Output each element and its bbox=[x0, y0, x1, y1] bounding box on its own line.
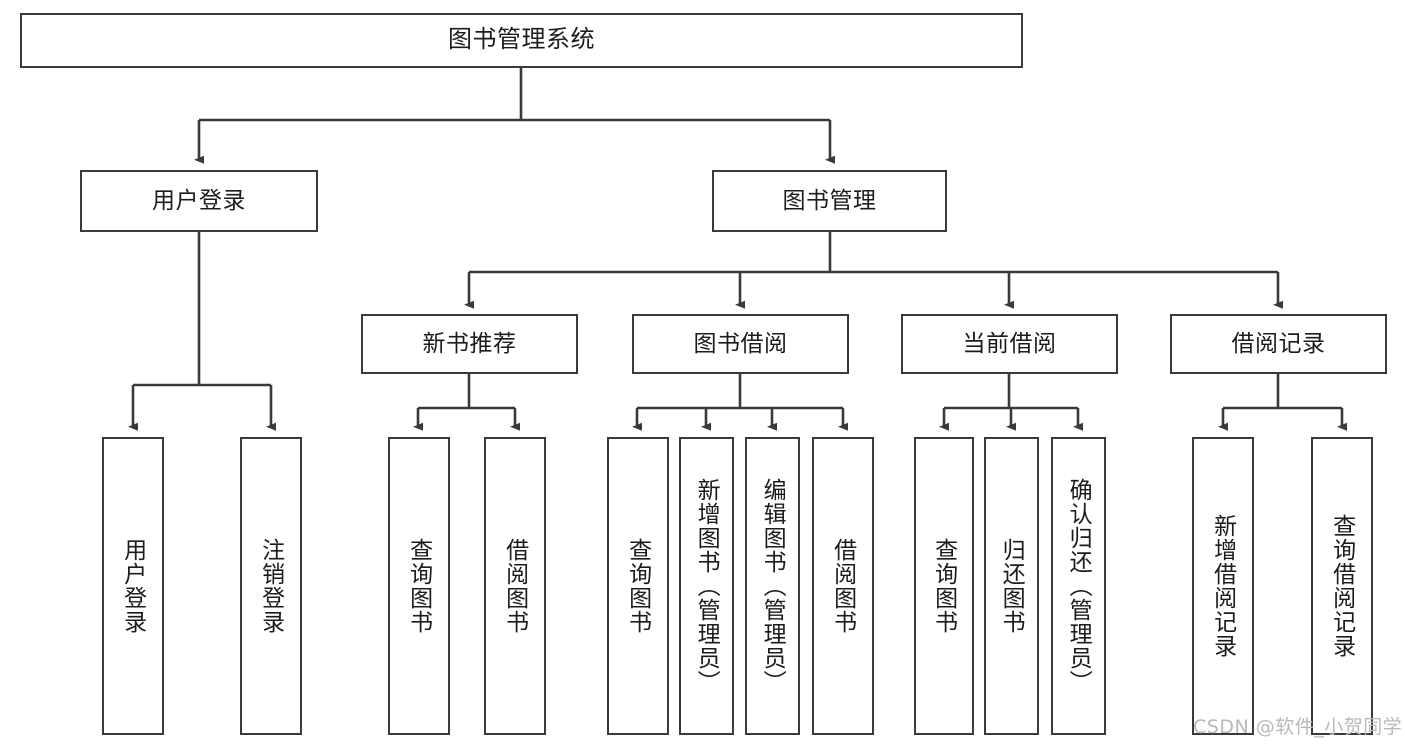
node-leaf-br-query-record-label: 查询借阅记录 bbox=[1329, 514, 1356, 658]
node-book-manage[interactable]: 图书管理 bbox=[712, 170, 947, 232]
node-leaf-bb-borrow-book-label: 借阅图书 bbox=[830, 538, 857, 634]
node-leaf-br-query-record[interactable]: 查询借阅记录 bbox=[1311, 437, 1373, 735]
node-book-borrow-label: 图书借阅 bbox=[693, 330, 788, 357]
node-leaf-cb-query-book[interactable]: 查询图书 bbox=[914, 437, 974, 735]
node-leaf-user-login[interactable]: 用户登录 bbox=[102, 437, 164, 735]
node-leaf-br-add-record-label: 新增借阅记录 bbox=[1210, 514, 1237, 658]
node-borrow-record[interactable]: 借阅记录 bbox=[1170, 314, 1387, 374]
node-leaf-bb-edit-book[interactable]: 编辑图书（管理员） bbox=[745, 437, 800, 735]
node-book-manage-label: 图书管理 bbox=[782, 187, 877, 214]
node-leaf-bb-add-book-label: 新增图书（管理员） bbox=[694, 478, 721, 694]
node-new-book-rec[interactable]: 新书推荐 bbox=[361, 314, 578, 374]
node-current-borrow-label: 当前借阅 bbox=[962, 330, 1057, 357]
node-leaf-bb-borrow-book[interactable]: 借阅图书 bbox=[812, 437, 874, 735]
node-root-label: 图书管理系统 bbox=[448, 26, 595, 54]
node-leaf-rec-borrow-book-label: 借阅图书 bbox=[502, 538, 529, 634]
node-leaf-bb-add-book[interactable]: 新增图书（管理员） bbox=[679, 437, 734, 735]
node-leaf-cb-confirm-return[interactable]: 确认归还（管理员） bbox=[1051, 437, 1106, 735]
node-leaf-br-add-record[interactable]: 新增借阅记录 bbox=[1192, 437, 1254, 735]
node-leaf-cb-query-book-label: 查询图书 bbox=[931, 538, 958, 634]
node-leaf-cb-return-book-label: 归还图书 bbox=[999, 538, 1026, 634]
node-user-login-label: 用户登录 bbox=[152, 187, 246, 214]
node-borrow-record-label: 借阅记录 bbox=[1231, 330, 1326, 357]
node-leaf-user-logout-label: 注销登录 bbox=[258, 538, 285, 634]
node-leaf-rec-query-book-label: 查询图书 bbox=[406, 538, 433, 634]
node-leaf-bb-query-book[interactable]: 查询图书 bbox=[607, 437, 669, 735]
node-leaf-user-login-label: 用户登录 bbox=[120, 538, 147, 634]
node-leaf-rec-borrow-book[interactable]: 借阅图书 bbox=[484, 437, 546, 735]
node-leaf-bb-query-book-label: 查询图书 bbox=[625, 538, 652, 634]
node-root[interactable]: 图书管理系统 bbox=[20, 13, 1023, 68]
node-leaf-user-logout[interactable]: 注销登录 bbox=[240, 437, 302, 735]
node-leaf-rec-query-book[interactable]: 查询图书 bbox=[388, 437, 450, 735]
watermark: CSDN @软件_小贺同学 bbox=[1193, 716, 1403, 738]
node-leaf-bb-edit-book-label: 编辑图书（管理员） bbox=[760, 478, 787, 694]
node-book-borrow[interactable]: 图书借阅 bbox=[632, 314, 849, 374]
node-user-login[interactable]: 用户登录 bbox=[80, 170, 318, 232]
node-current-borrow[interactable]: 当前借阅 bbox=[901, 314, 1118, 374]
node-leaf-cb-return-book[interactable]: 归还图书 bbox=[984, 437, 1039, 735]
node-leaf-cb-confirm-return-label: 确认归还（管理员） bbox=[1066, 478, 1093, 694]
node-new-book-rec-label: 新书推荐 bbox=[422, 330, 517, 357]
